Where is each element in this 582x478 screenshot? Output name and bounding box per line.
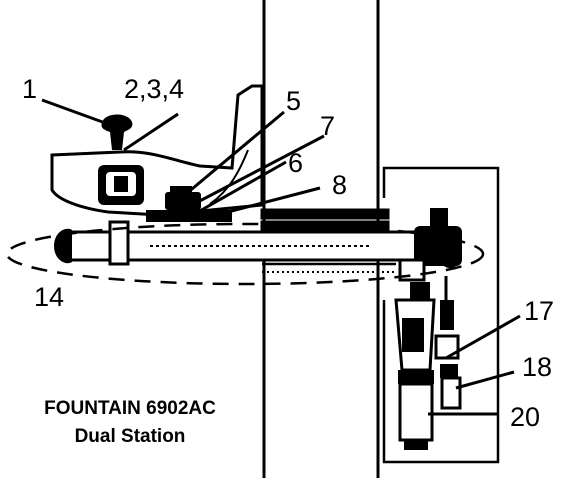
callout-7: 7 bbox=[320, 111, 335, 141]
callout-6: 6 bbox=[288, 148, 303, 178]
callout-2-3-4: 2,3,4 bbox=[124, 74, 184, 104]
end-cap bbox=[54, 220, 130, 266]
cabinet-outline bbox=[382, 166, 500, 464]
filter-cartridge bbox=[394, 282, 436, 450]
callout-5: 5 bbox=[286, 86, 301, 116]
leader-lines bbox=[41, 98, 521, 416]
fountain-basin bbox=[50, 84, 264, 217]
right-fittings bbox=[398, 208, 462, 282]
callout-1: 1 bbox=[22, 74, 37, 104]
caption-station: Dual Station bbox=[75, 426, 186, 447]
assembly-highlight-ellipse bbox=[5, 222, 485, 286]
callout-20: 20 bbox=[510, 402, 540, 432]
bubbler-part bbox=[101, 114, 133, 150]
callout-14: 14 bbox=[34, 282, 64, 312]
callout-17: 17 bbox=[524, 296, 554, 326]
valve-body bbox=[98, 165, 144, 205]
push-button-assembly bbox=[146, 186, 232, 222]
callout-18: 18 bbox=[522, 352, 552, 382]
caption-model: FOUNTAIN 6902AC bbox=[44, 398, 216, 419]
callout-8: 8 bbox=[332, 170, 347, 200]
